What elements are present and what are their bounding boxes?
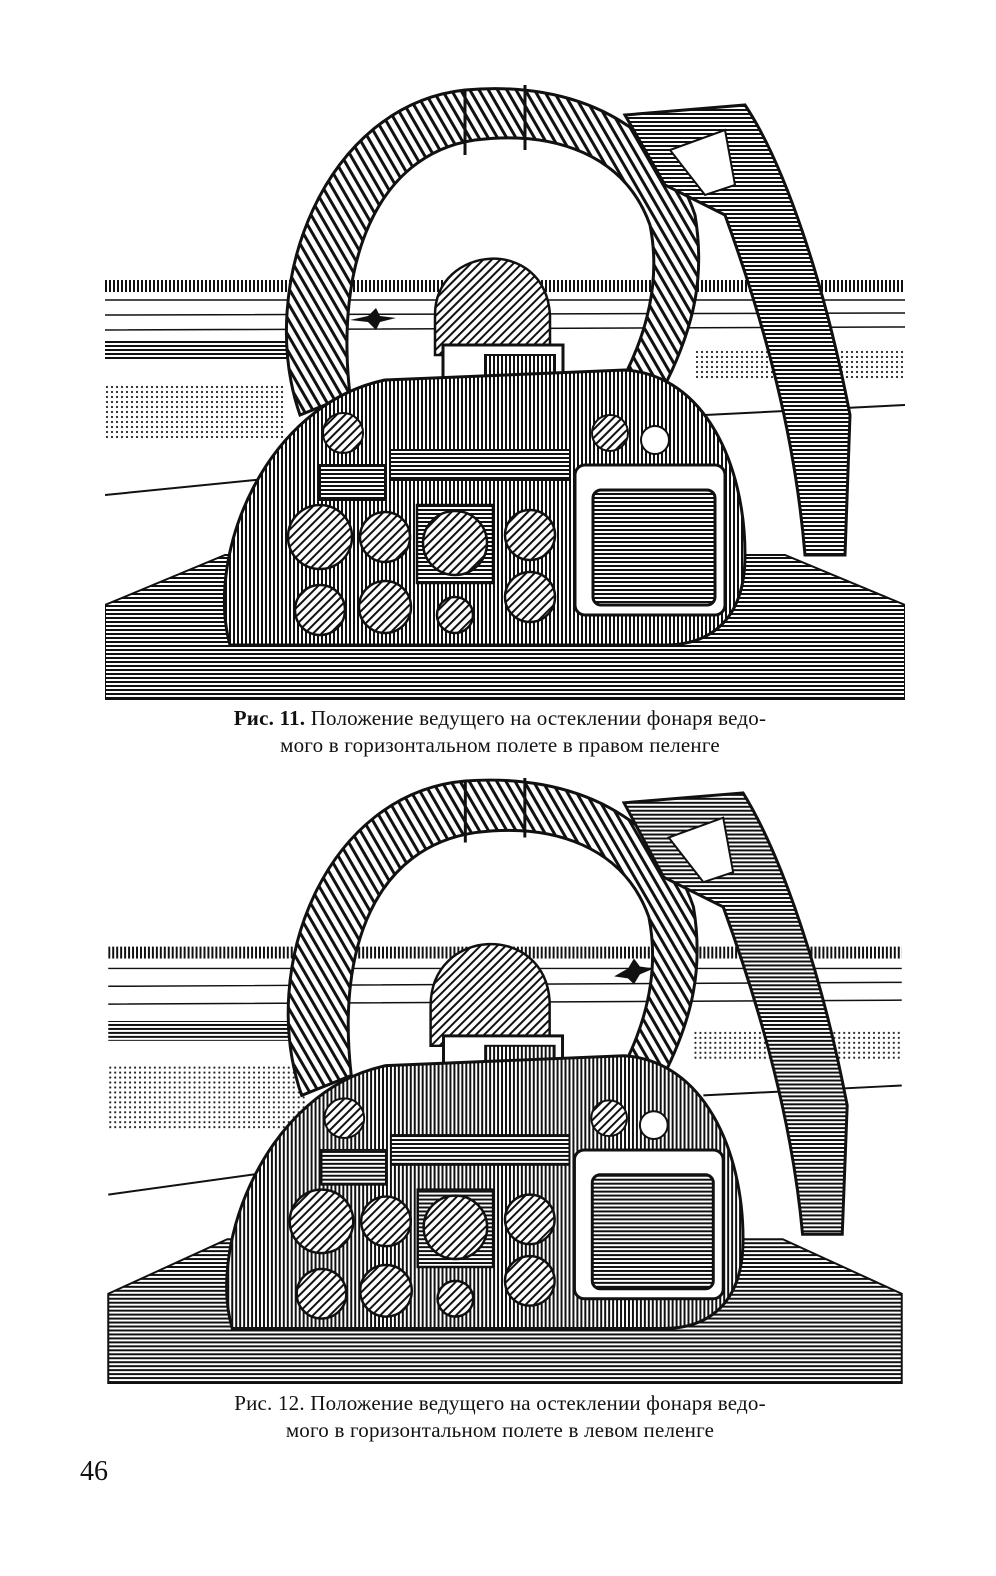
gauge-4 (503, 1193, 556, 1246)
gauge-10 (638, 1110, 669, 1141)
gauge-4 (503, 508, 557, 562)
forest-left (108, 1065, 307, 1131)
figure-11-label: Рис. 11. (233, 706, 306, 730)
gauge-5 (293, 583, 347, 637)
figure-12-caption: Рис. 12. Положение ведущего на остеклени… (90, 1390, 910, 1444)
panel-module (320, 1148, 387, 1186)
distant-field (105, 340, 305, 360)
gauge-2 (286, 503, 354, 571)
figure-12-text: Положение ведущего на остеклении фонаря … (310, 1391, 766, 1415)
cockpit-drawing (107, 778, 903, 1385)
gauge-1 (322, 412, 364, 454)
mirror (667, 816, 735, 884)
figure-11-text: Положение ведущего на остеклении фонаря … (310, 706, 767, 730)
figure-11-cockpit-illustration (105, 85, 905, 700)
canopy-frame-brace (463, 778, 527, 843)
mirror (668, 128, 737, 197)
canopy-frame-brace (463, 85, 527, 155)
gauge-5 (295, 1267, 348, 1320)
page-number: 46 (80, 1456, 108, 1487)
gauge-7 (435, 595, 475, 635)
gauge-3 (358, 510, 412, 564)
gauge-8 (503, 1254, 556, 1307)
panel-strip (389, 449, 571, 481)
gunsight-glass (433, 257, 552, 357)
gauge-6 (357, 579, 413, 635)
attitude-indicator (422, 1194, 489, 1261)
panel-module (319, 464, 386, 501)
cockpit-drawing (105, 85, 905, 700)
gauge-9 (591, 414, 629, 452)
figure-11-text-line2: мого в горизонтальном полете в правом пе… (280, 733, 720, 757)
gauge-2 (288, 1188, 355, 1255)
gauge-10 (640, 425, 670, 455)
attitude-indicator (421, 509, 489, 577)
forest-left (105, 385, 285, 440)
gauge-7 (436, 1279, 475, 1318)
gauge-9 (590, 1099, 628, 1138)
gauge-8 (503, 570, 557, 624)
gauge-6 (358, 1263, 414, 1318)
canopy-side-frame (621, 791, 849, 1236)
figure-11-caption: Рис. 11. Положение ведущего на остеклени… (90, 705, 910, 759)
radar-screen (591, 488, 717, 607)
radar-screen (590, 1173, 715, 1291)
leader-aircraft (350, 308, 396, 330)
figure-12-label: Рис. 12. (234, 1391, 305, 1415)
distant-field (108, 1021, 307, 1041)
gauge-1 (323, 1097, 366, 1140)
figure-12-cockpit-illustration (105, 778, 905, 1388)
canopy-frame-arch (285, 87, 701, 417)
leader-aircraft (614, 958, 654, 985)
canopy-side-frame (622, 103, 852, 557)
canopy-frame-arch (286, 778, 699, 1098)
panel-strip (389, 1134, 571, 1166)
gauge-3 (359, 1195, 413, 1248)
figure-12-text-line2: мого в горизонтальном полете в левом пел… (285, 1418, 715, 1442)
gunsight-glass (429, 942, 551, 1048)
